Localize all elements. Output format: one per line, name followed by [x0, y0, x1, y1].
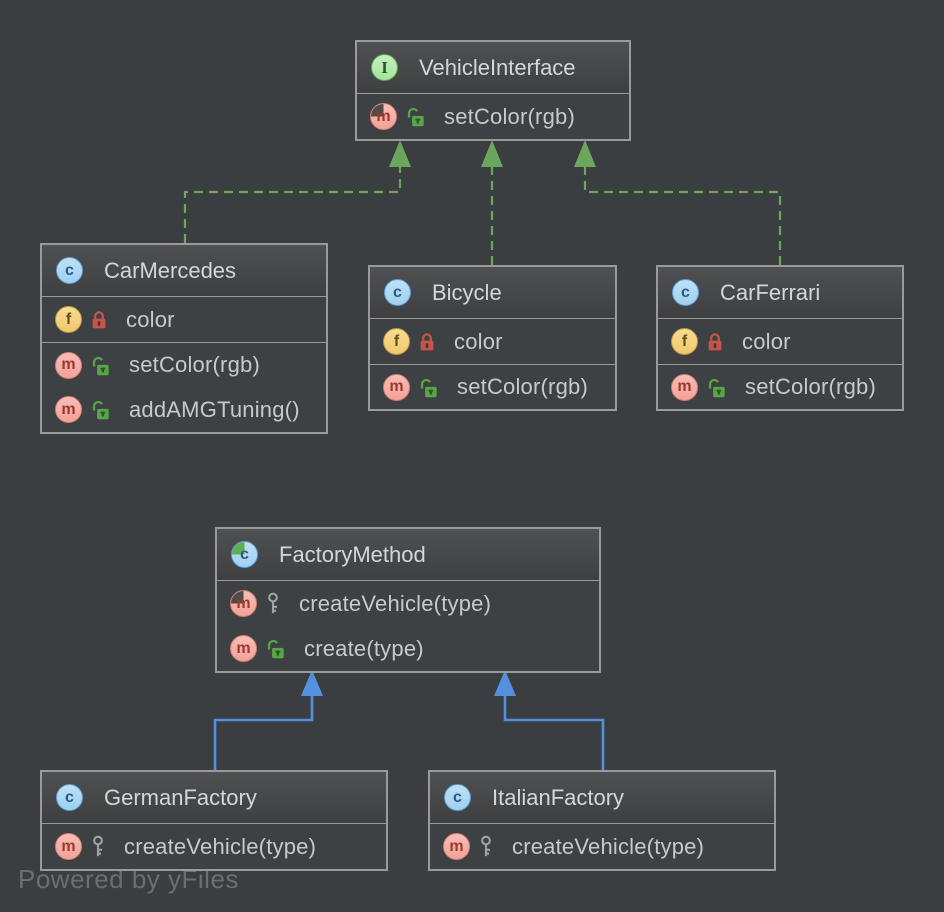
protected-key-icon — [479, 835, 493, 858]
class-icon: c — [384, 279, 411, 306]
class-icon: c — [672, 279, 699, 306]
class-icon: c — [444, 784, 471, 811]
member-label: createVehicle(type) — [299, 590, 492, 616]
extends-arrowhead — [494, 670, 516, 696]
member-row[interactable]: m setColor(rgb) — [658, 364, 902, 409]
class-node-italianfactory[interactable]: c ItalianFactory m createVehicle(type) — [428, 770, 776, 871]
implements-edge-carferrari — [583, 167, 782, 265]
method-icon: m — [671, 373, 698, 401]
public-open-lock-icon — [91, 355, 110, 376]
extends-arrowhead — [301, 670, 323, 696]
class-icon: c — [56, 784, 83, 811]
abstract-method-icon: m — [230, 590, 257, 617]
implements-arrowhead — [481, 140, 503, 167]
public-open-lock-icon — [419, 377, 438, 398]
node-header[interactable]: I VehicleInterface — [357, 42, 629, 94]
extends-edge-italianfactory — [503, 696, 605, 770]
member-label: setColor(rgb) — [745, 374, 876, 399]
public-open-lock-icon — [266, 638, 285, 659]
node-header[interactable]: c CarFerrari — [658, 267, 902, 319]
member-label: createVehicle(type) — [124, 833, 317, 859]
member-label: color — [126, 306, 175, 332]
class-node-carferrari[interactable]: c CarFerrari f color m setColor(rgb) — [656, 265, 904, 411]
abstract-method-icon: m — [370, 103, 397, 130]
node-header[interactable]: c Bicycle — [370, 267, 615, 319]
node-header[interactable]: c CarMercedes — [42, 245, 326, 297]
method-icon: m — [55, 833, 82, 860]
node-title: FactoryMethod — [279, 541, 426, 567]
public-open-lock-icon — [406, 106, 425, 127]
method-icon: m — [55, 351, 82, 379]
method-icon: m — [55, 396, 82, 423]
member-label: create(type) — [304, 635, 424, 661]
node-title: GermanFactory — [104, 784, 257, 810]
member-row[interactable]: m createVehicle(type) — [42, 824, 386, 869]
implements-edge-carmercedes — [183, 167, 402, 243]
node-title: CarMercedes — [104, 257, 237, 283]
node-header[interactable]: c GermanFactory — [42, 772, 386, 824]
protected-key-icon — [91, 835, 105, 858]
method-icon: m — [230, 635, 257, 662]
class-node-carmercedes[interactable]: c CarMercedes f color m setColor(rgb) m … — [40, 243, 328, 434]
member-row[interactable]: m setColor(rgb) — [370, 364, 615, 409]
member-row[interactable]: m setColor(rgb) — [357, 94, 629, 139]
protected-key-icon — [266, 592, 280, 615]
field-icon: f — [383, 328, 410, 355]
private-lock-icon — [707, 332, 723, 352]
extends-edge-germanfactory — [213, 696, 314, 770]
abstract-class-icon: c — [231, 541, 258, 568]
member-label: setColor(rgb) — [444, 103, 575, 129]
member-label: color — [742, 328, 791, 354]
member-row[interactable]: f color — [370, 319, 615, 364]
class-node-germanfactory[interactable]: c GermanFactory m createVehicle(type) — [40, 770, 388, 871]
private-lock-icon — [419, 332, 435, 352]
member-label: color — [454, 328, 503, 354]
field-icon: f — [671, 328, 698, 355]
member-row[interactable]: m addAMGTuning() — [42, 387, 326, 432]
member-row[interactable]: f color — [42, 297, 326, 342]
class-node-vehicleinterface[interactable]: I VehicleInterface m setColor(rgb) — [355, 40, 631, 141]
class-icon: c — [56, 257, 83, 284]
interface-icon: I — [371, 54, 398, 81]
method-icon: m — [383, 373, 410, 401]
node-title: Bicycle — [432, 279, 502, 305]
member-label: createVehicle(type) — [512, 833, 705, 859]
member-row[interactable]: m setColor(rgb) — [42, 342, 326, 387]
node-title: ItalianFactory — [492, 784, 625, 810]
member-label: setColor(rgb) — [457, 374, 588, 399]
member-row[interactable]: m createVehicle(type) — [217, 581, 599, 626]
field-icon: f — [55, 306, 82, 333]
private-lock-icon — [91, 310, 107, 330]
implements-arrowhead — [389, 140, 411, 167]
node-title: VehicleInterface — [419, 54, 576, 80]
public-open-lock-icon — [91, 399, 110, 420]
method-icon: m — [443, 833, 470, 860]
node-header[interactable]: c FactoryMethod — [217, 529, 599, 581]
member-label: addAMGTuning() — [129, 396, 300, 422]
public-open-lock-icon — [707, 377, 726, 398]
implements-arrowhead — [574, 140, 596, 167]
node-header[interactable]: c ItalianFactory — [430, 772, 774, 824]
member-row[interactable]: m createVehicle(type) — [430, 824, 774, 869]
node-title: CarFerrari — [720, 279, 821, 305]
member-row[interactable]: m create(type) — [217, 626, 599, 671]
member-row[interactable]: f color — [658, 319, 902, 364]
class-node-bicycle[interactable]: c Bicycle f color m setColor(rgb) — [368, 265, 617, 411]
class-node-factorymethod[interactable]: c FactoryMethod m createVehicle(type) m … — [215, 527, 601, 673]
member-label: setColor(rgb) — [129, 352, 260, 377]
